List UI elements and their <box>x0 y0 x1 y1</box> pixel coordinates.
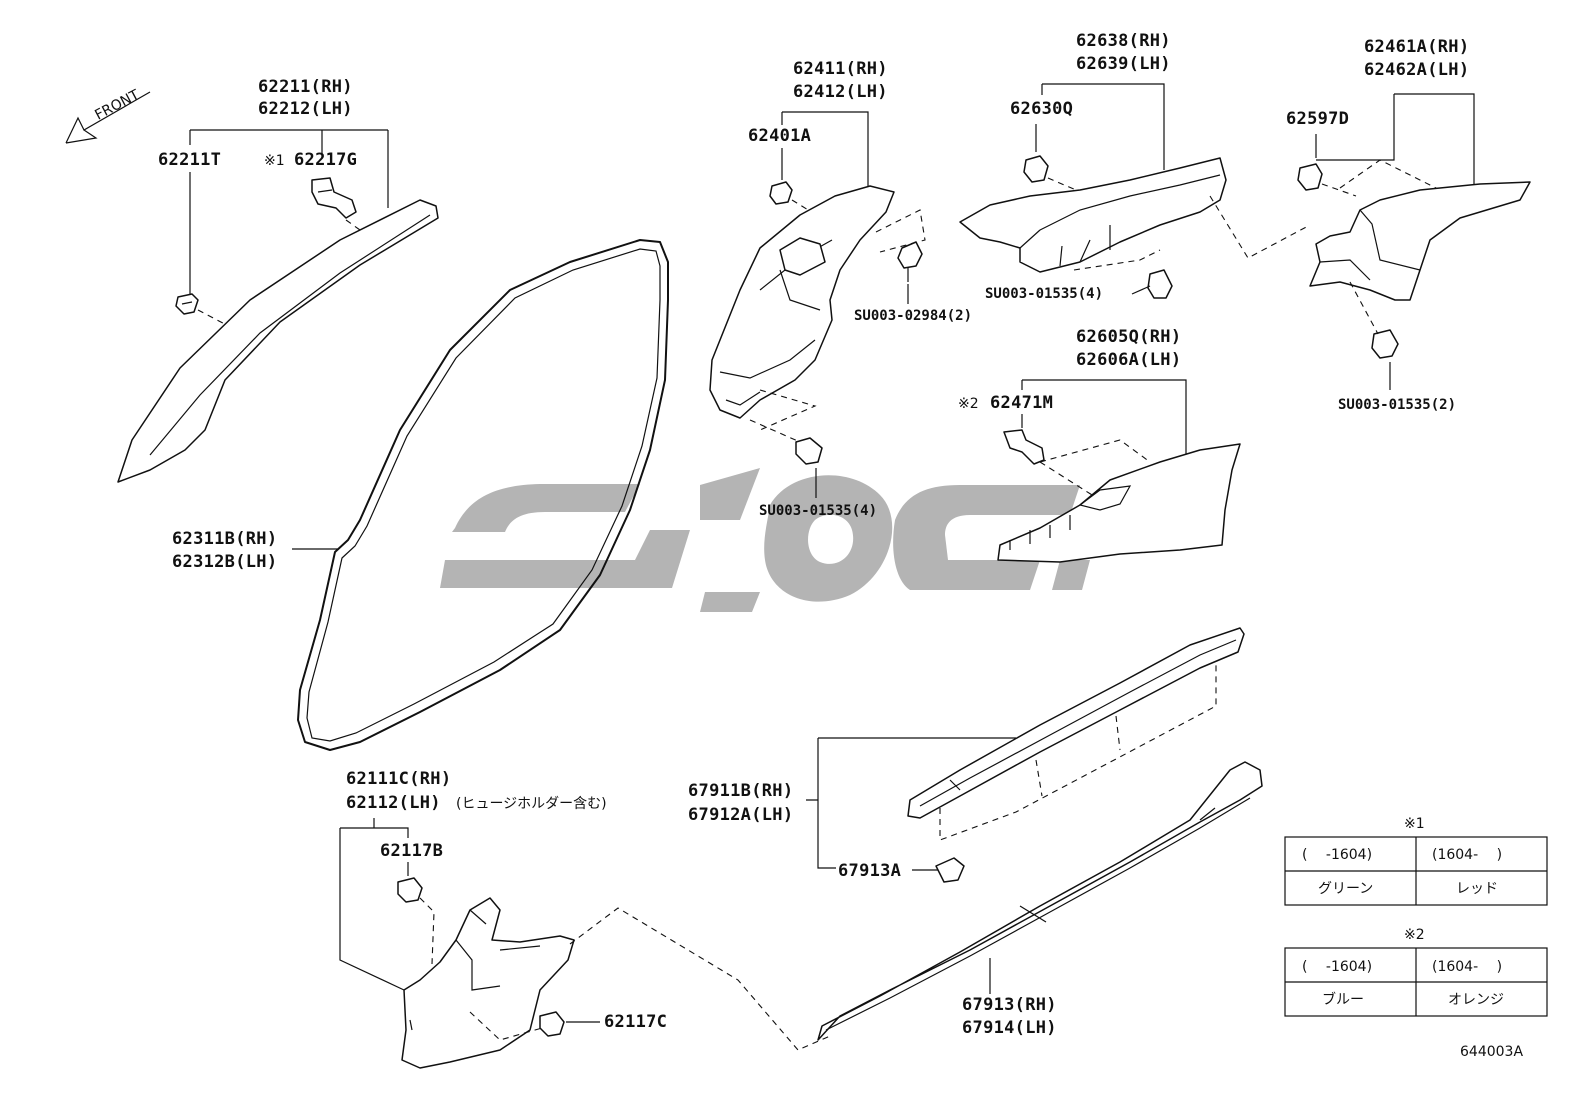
table1-value-2: レッド <box>1456 881 1498 897</box>
scuff-plate-rear <box>997 443 1241 563</box>
label-62411: 62411(RH) <box>793 59 888 79</box>
label-62117B: 62117B <box>380 841 443 861</box>
label-62606A: 62606A(LH) <box>1076 350 1181 370</box>
clip-62117C <box>539 1011 565 1037</box>
clip-su02984 <box>897 241 923 282</box>
pillar-garnish-d <box>1309 181 1531 301</box>
clip-su01535-b <box>1147 269 1173 299</box>
table2-title: ※2 <box>1404 927 1425 943</box>
pillar-garnish-a <box>117 199 439 483</box>
label-62112: 62112(LH) <box>346 793 441 813</box>
scuff-plate-lower <box>817 761 1263 1041</box>
watermark-logo <box>440 468 1090 612</box>
clip-62117B <box>397 877 423 903</box>
clip-su01535-c <box>1371 329 1399 359</box>
table2-header-2: (1604- ) <box>1432 959 1502 975</box>
svg-text:62212(LH): 62212(LH) <box>258 99 353 119</box>
label-62630Q: 62630Q <box>1010 99 1073 119</box>
table1-header-1: ( -1604) <box>1302 847 1372 863</box>
table1-title: ※1 <box>1404 816 1425 832</box>
svg-text:FRONT: FRONT <box>92 87 142 124</box>
clip-su01535-a <box>795 437 823 465</box>
label-su01535-b: SU003-01535(4) <box>985 286 1103 302</box>
label-62311B: 62311B(RH) <box>172 529 277 549</box>
label-67914: 67914(LH) <box>962 1018 1057 1038</box>
label-62111C: 62111C(RH) <box>346 769 451 789</box>
scuff-plate-upper <box>907 627 1245 819</box>
label-62639: 62639(LH) <box>1076 54 1171 74</box>
label-62117C: 62117C <box>604 1012 667 1032</box>
label-62111C-note: (ヒュージホルダー含む) <box>456 796 607 812</box>
label-62211: 62211(RH) 62212(LH) <box>258 77 353 119</box>
clip-62401A <box>769 181 793 205</box>
table2-header-1: ( -1604) <box>1302 959 1372 975</box>
label-62471M: 62471M <box>990 393 1053 413</box>
clip-62211T <box>175 293 199 315</box>
label-62217G: 62217G <box>294 150 357 170</box>
mark-2: ※2 <box>958 396 979 412</box>
label-62597D: 62597D <box>1286 109 1349 129</box>
pillar-garnish-c <box>959 157 1227 273</box>
label-62412: 62412(LH) <box>793 82 888 102</box>
label-67913: 67913(RH) <box>962 995 1057 1015</box>
table2-value-1: ブルー <box>1322 991 1364 1008</box>
label-62638: 62638(RH) <box>1076 31 1171 51</box>
color-table-1: ※1 ( -1604) (1604- ) グリーン レッド <box>1284 816 1548 906</box>
mark-1: ※1 <box>264 153 285 169</box>
clip-67913A <box>935 857 965 883</box>
label-62461A: 62461A(RH) <box>1364 37 1469 57</box>
clip-62217G <box>311 177 357 219</box>
label-67912A: 67912A(LH) <box>688 805 793 825</box>
label-su01535-a: SU003-01535(4) <box>759 503 877 519</box>
label-62605Q: 62605Q(RH) <box>1076 327 1181 347</box>
clip-62471M <box>1003 429 1045 465</box>
svg-text:62211(RH): 62211(RH) <box>258 77 353 97</box>
label-67911B: 67911B(RH) <box>688 781 793 801</box>
table1-value-1: グリーン <box>1318 881 1373 897</box>
label-62401A: 62401A <box>748 126 811 146</box>
kick-panel <box>401 897 575 1069</box>
table2-value-2: オレンジ <box>1448 992 1504 1008</box>
label-62312B: 62312B(LH) <box>172 552 277 572</box>
label-62211T: 62211T <box>158 150 221 170</box>
clip-62630Q <box>1023 155 1049 183</box>
label-67913A: 67913A <box>838 861 901 881</box>
label-su02984: SU003-02984(2) <box>854 308 972 324</box>
label-62462A: 62462A(LH) <box>1364 60 1469 80</box>
pillar-garnish-b <box>709 185 895 419</box>
door-weatherstrip <box>297 239 669 751</box>
label-su01535-c: SU003-01535(2) <box>1338 397 1456 413</box>
diagram-code: 644003A <box>1460 1044 1523 1060</box>
table1-header-2: (1604- ) <box>1432 847 1502 863</box>
color-table-2: ※2 ( -1604) (1604- ) ブルー オレンジ <box>1284 927 1548 1017</box>
front-arrow: FRONT <box>65 87 151 144</box>
clip-62597D <box>1297 163 1323 191</box>
